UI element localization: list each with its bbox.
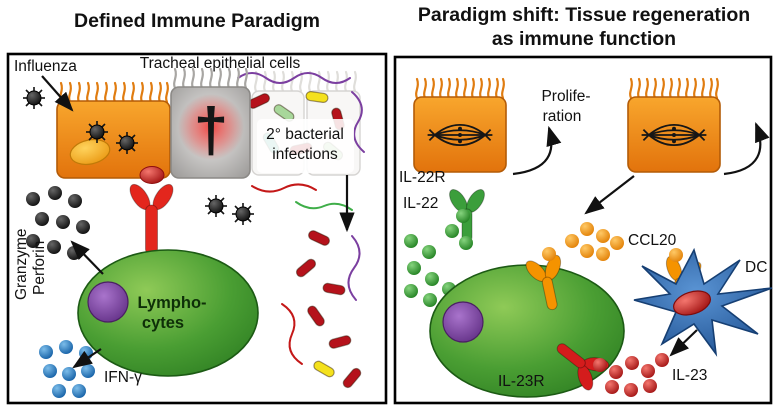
left-panel: Defined Immune Paradigm Influenza Trache… (6, 10, 388, 405)
il23-molecules (593, 353, 669, 397)
lymphocyte-nucleus (87, 281, 129, 323)
dagger-icon: † (194, 96, 228, 165)
il23r-label: IL-23R (498, 373, 545, 390)
proliferation-arrow-left (512, 125, 562, 176)
epithelial-cell-dividing-left (413, 77, 507, 173)
lymphocyte-label-line2: cytes (142, 314, 184, 332)
il22-molecules (404, 209, 473, 307)
lymphocyte-cell: Lympho- cytes (77, 249, 259, 377)
bacterial-label-line2: infections (272, 146, 338, 163)
epithelial-cell-dying: † (170, 67, 251, 179)
right-panel: Paradigm shift: Tissue regeneration as i… (393, 4, 773, 405)
il23-label: IL-23 (672, 367, 707, 384)
perforin-label: Perforin (31, 241, 48, 295)
il22-label: IL-22 (403, 195, 438, 212)
bacterial-label-line1: 2° bacterial (266, 126, 344, 143)
proliferation-label-line2: ration (543, 108, 582, 125)
granzyme-arrow (70, 240, 104, 275)
proliferation-arrow-right (723, 121, 770, 176)
epithelial-cell-dividing-right (627, 77, 721, 173)
ccl20-molecules (542, 222, 683, 262)
bacterial-label-box (257, 119, 354, 173)
ifn-label: IFN-γ (104, 369, 142, 386)
dc-label: DC (745, 259, 767, 276)
receptor-red-icon (129, 166, 174, 256)
red-ligand (139, 166, 165, 184)
ifn-arrow (72, 348, 102, 369)
bacteria-flagella (237, 72, 365, 365)
proliferation-label-line1: Prolife- (541, 88, 590, 105)
il22r-label: IL-22R (399, 169, 446, 186)
dendritic-cell (633, 247, 773, 357)
ccl20-label: CCL20 (628, 232, 677, 249)
ccl20-source-arrow (584, 175, 635, 215)
epithelium-label: Tracheal epithelial cells (140, 55, 301, 72)
epithelial-cell-healthy (56, 81, 171, 179)
granzyme-label: Granzyme (13, 229, 30, 301)
lymphocyte-label-line1: Lympho- (137, 294, 206, 312)
left-panel-title: Defined Immune Paradigm (74, 10, 320, 32)
lymphocyte-nucleus (442, 301, 484, 343)
il23-arrow (669, 329, 698, 357)
right-panel-title-line1: Paradigm shift: Tissue regeneration (418, 4, 750, 26)
mucin-granule (69, 138, 111, 166)
cell-death-glow (178, 94, 244, 160)
dc-nucleus (673, 290, 711, 316)
influenza-label: Influenza (14, 58, 77, 75)
influenza-arrow (41, 75, 74, 112)
right-panel-title-line2: as immune function (492, 28, 676, 50)
